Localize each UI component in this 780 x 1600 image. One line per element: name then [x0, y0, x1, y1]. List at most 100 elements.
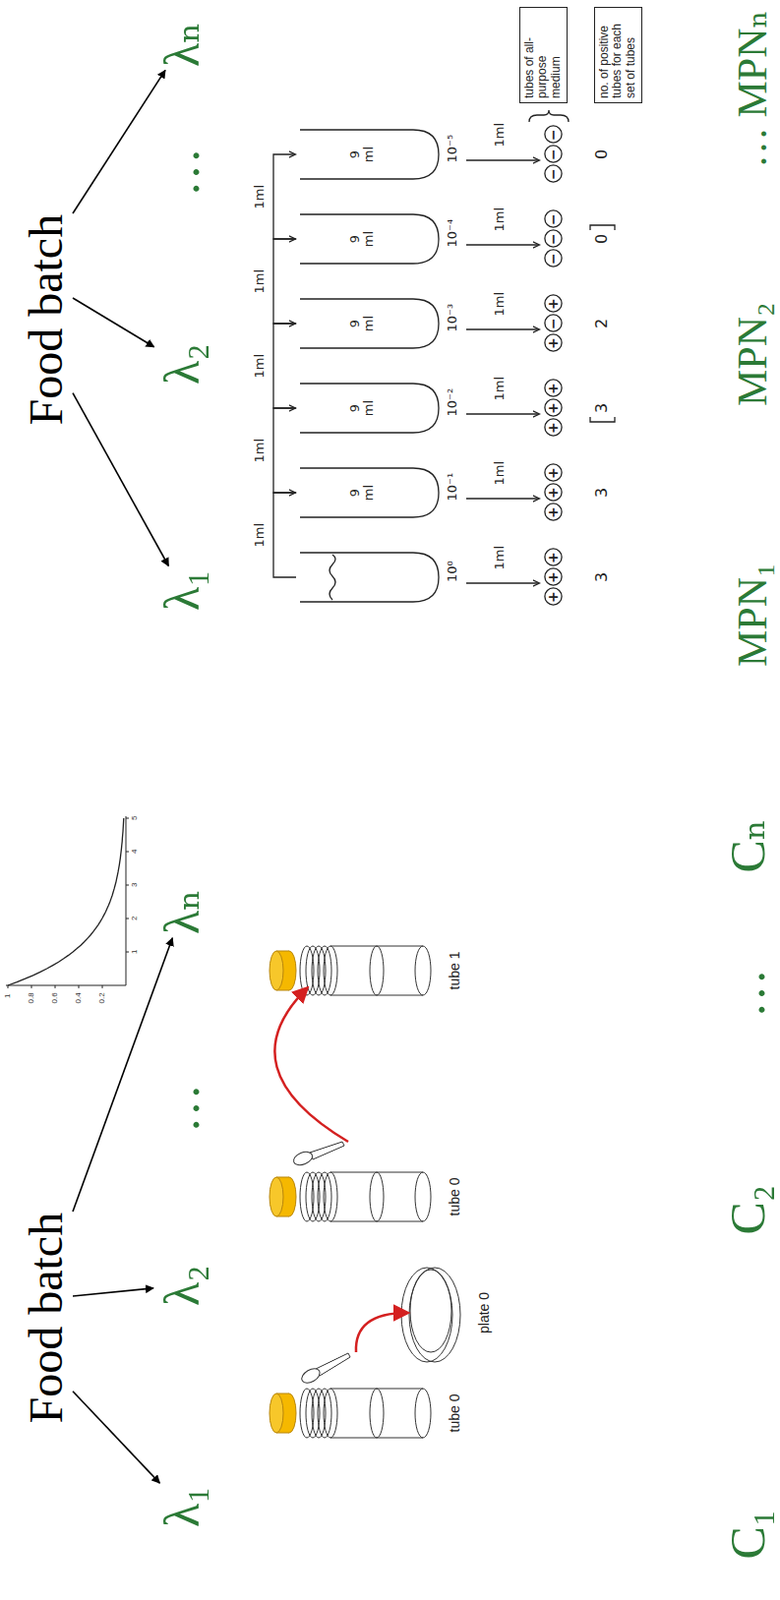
handwritten-note: 10⁻³	[445, 303, 460, 333]
symbol-label: C₂	[722, 1185, 773, 1236]
handwritten-note: 1ml	[492, 122, 507, 148]
dropper	[315, 1353, 351, 1377]
circle-outline	[543, 295, 561, 312]
symbol-label: …	[157, 1083, 207, 1134]
symbol-label: …	[157, 147, 207, 197]
result-circle: −	[543, 165, 563, 184]
transfer-line	[273, 239, 297, 324]
result-label: MPN₁	[731, 562, 774, 667]
decay-chart	[125, 952, 129, 954]
node-text: −	[543, 165, 563, 184]
node-text: −	[543, 249, 563, 269]
axis-tick: 5	[130, 816, 139, 821]
part-label: tube 0	[447, 1394, 463, 1434]
note-box: no. of positive tubes for each set of tu…	[594, 6, 643, 104]
test-tube	[269, 1172, 431, 1222]
volume-label: 9 ml	[348, 479, 377, 507]
test-tube	[269, 946, 431, 1439]
axis-tick: 0.2	[98, 992, 107, 1004]
axis-tick: 2	[130, 916, 139, 921]
branch-arrow	[72, 393, 169, 567]
axis-tick: 3	[130, 883, 139, 888]
branch-arrow	[72, 69, 166, 214]
count-number: 3	[593, 487, 611, 498]
count-number: 0	[593, 234, 611, 244]
node-text: +	[543, 419, 563, 438]
source-label: Food batch	[22, 1212, 70, 1425]
result-circle: +	[543, 568, 563, 588]
brace	[529, 110, 569, 122]
dropper	[309, 1141, 345, 1160]
transfer-arrow	[274, 988, 349, 1142]
node-text: −	[543, 210, 563, 230]
node-text: λₙ	[157, 889, 207, 935]
count-number: 0	[593, 234, 611, 244]
parameter-label: λₙ	[157, 21, 207, 67]
result-circle: +	[543, 419, 563, 438]
volume-label: 9 ml	[348, 309, 377, 338]
node-text: +	[543, 588, 563, 607]
circle-outline	[543, 419, 561, 436]
circle-outline	[543, 165, 561, 182]
circle-outline	[543, 548, 561, 566]
handwritten-note: 10⁻⁴	[445, 219, 460, 248]
count-number: 3	[593, 572, 611, 583]
node-text: +	[543, 334, 563, 354]
circle-outline	[543, 210, 561, 228]
node-text: λ₁	[157, 569, 207, 611]
bracket	[590, 225, 615, 231]
volume-label: 9 ml	[348, 140, 377, 169]
decay-chart	[125, 816, 127, 986]
handwritten-note: 1ml	[492, 545, 507, 571]
volume-label: 9 ml	[348, 140, 377, 169]
petri-plate	[401, 1267, 461, 1363]
node-text: −	[543, 230, 563, 249]
node-text: +	[543, 399, 563, 419]
handwritten-note: 10⁰	[445, 560, 460, 583]
volume-label: 9 ml	[348, 394, 377, 422]
handwritten-note: 10⁻¹	[445, 473, 460, 502]
decay-chart	[102, 985, 104, 989]
petri-plate	[401, 1267, 453, 1363]
part-label: tube 0	[447, 1394, 463, 1434]
decay-chart	[7, 818, 124, 986]
symbol-label: …	[157, 147, 207, 197]
result-circle: −	[543, 249, 563, 269]
handwritten-note: 1ml	[252, 354, 267, 379]
transfer-line	[273, 492, 297, 578]
test-tube	[269, 1388, 431, 1439]
parameter-label: λ₂	[157, 343, 207, 385]
node-text: no. of positive tubes for each set of tu…	[598, 11, 639, 99]
circle-outline	[543, 379, 561, 397]
handwritten-note: 1ml	[492, 376, 507, 402]
node-text: λ₂	[157, 1264, 207, 1307]
axis-tick: 0.8	[27, 992, 36, 1004]
dropper	[291, 1149, 314, 1169]
circle-outline	[543, 503, 561, 521]
result-circle: −	[543, 210, 563, 230]
transfer-line	[273, 154, 297, 240]
decay-chart	[5, 985, 126, 987]
liquid-level	[329, 554, 336, 600]
part-label: tube 1	[447, 952, 463, 991]
node-text: +	[543, 379, 563, 399]
transfer-arrow	[466, 243, 540, 245]
axis-tick: 0.4	[74, 992, 83, 1004]
result-circle: −	[543, 314, 563, 334]
axis-tick: 0.2	[98, 992, 107, 1004]
axis-tick: 4	[130, 849, 139, 854]
transfer-arrow	[466, 328, 540, 330]
symbol-label: Cₙ	[722, 819, 773, 874]
circle-outline	[543, 230, 561, 247]
handwritten-note: 10⁻⁵	[445, 134, 460, 164]
result-circle: +	[543, 548, 563, 568]
dilution-tube	[300, 468, 439, 518]
node-text: +	[543, 503, 563, 523]
symbol-label: …	[722, 968, 773, 1019]
transfer-arrow	[466, 497, 540, 499]
decay-chart	[5, 816, 129, 989]
result-label: MPNₙ	[731, 9, 774, 118]
axis-tick: 1	[130, 950, 139, 955]
node-text: λ₂	[157, 343, 207, 385]
